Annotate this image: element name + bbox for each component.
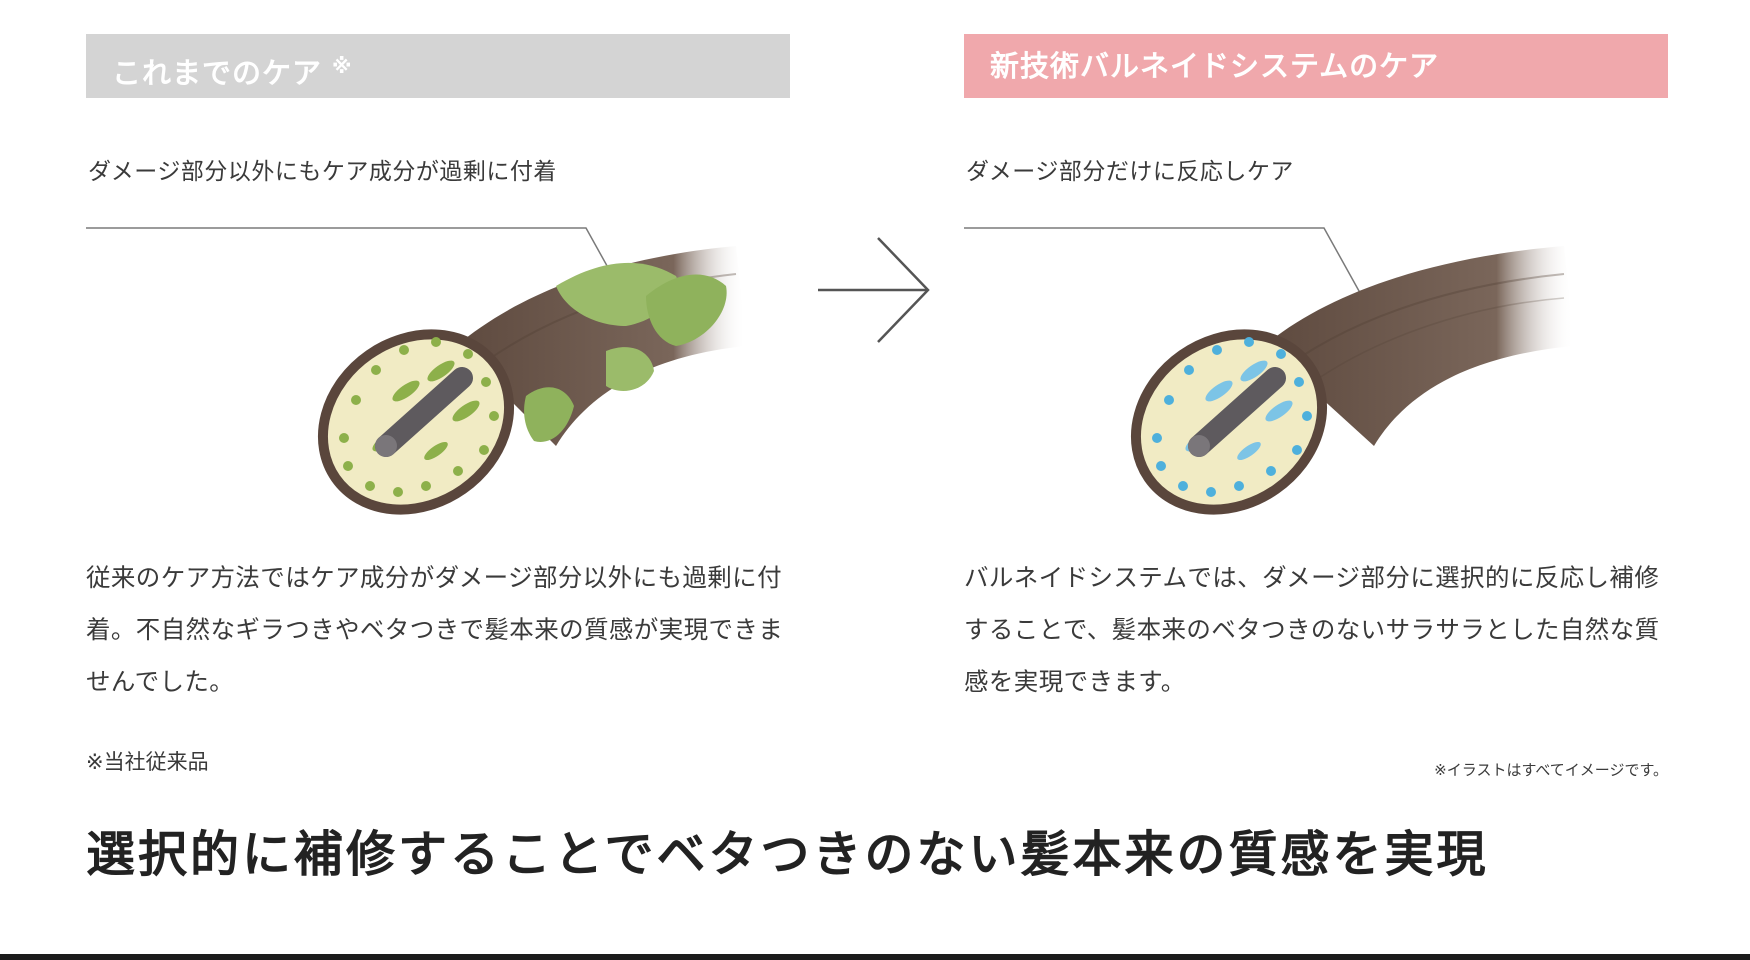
hair-strand-coated-icon	[86, 227, 746, 515]
valneid-callout-label: ダメージ部分だけに反応しケア	[966, 159, 1294, 185]
valneid-care-panel: 新技術バルネイドシステムのケア ダメージ部分だけに反応しケア	[964, 34, 1668, 779]
conventional-footnote: ※当社従来品	[86, 750, 209, 774]
conventional-care-header: これまでのケア ※	[86, 34, 790, 98]
main-headline: 選択的に補修することでベタつきのない髪本来の質感を実現	[86, 826, 1489, 883]
conventional-care-title: これまでのケア	[112, 56, 323, 90]
valneid-care-header: 新技術バルネイドシステムのケア	[964, 34, 1668, 98]
conventional-care-panel: これまでのケア ※ ダメージ部分以外にもケア成分が過剰に付着	[86, 34, 790, 774]
bottom-divider	[0, 954, 1750, 960]
conventional-callout-label: ダメージ部分以外にもケア成分が過剰に付着	[88, 159, 557, 185]
valneid-description: バルネイドシステムでは、ダメージ部分に選択的に反応し補修することで、髪本来のベタ…	[964, 563, 1660, 696]
hair-strand-targeted-icon	[964, 227, 1574, 515]
illustration-disclaimer: ※イラストはすべてイメージです。	[1434, 761, 1668, 779]
footnote-mark: ※	[332, 54, 353, 78]
arrow-right-icon	[818, 237, 930, 343]
conventional-description: 従来のケア方法ではケア成分がダメージ部分以外にも過剰に付着。不自然なギラつきやベ…	[86, 563, 784, 696]
valneid-care-title: 新技術バルネイドシステムのケア	[990, 49, 1440, 83]
